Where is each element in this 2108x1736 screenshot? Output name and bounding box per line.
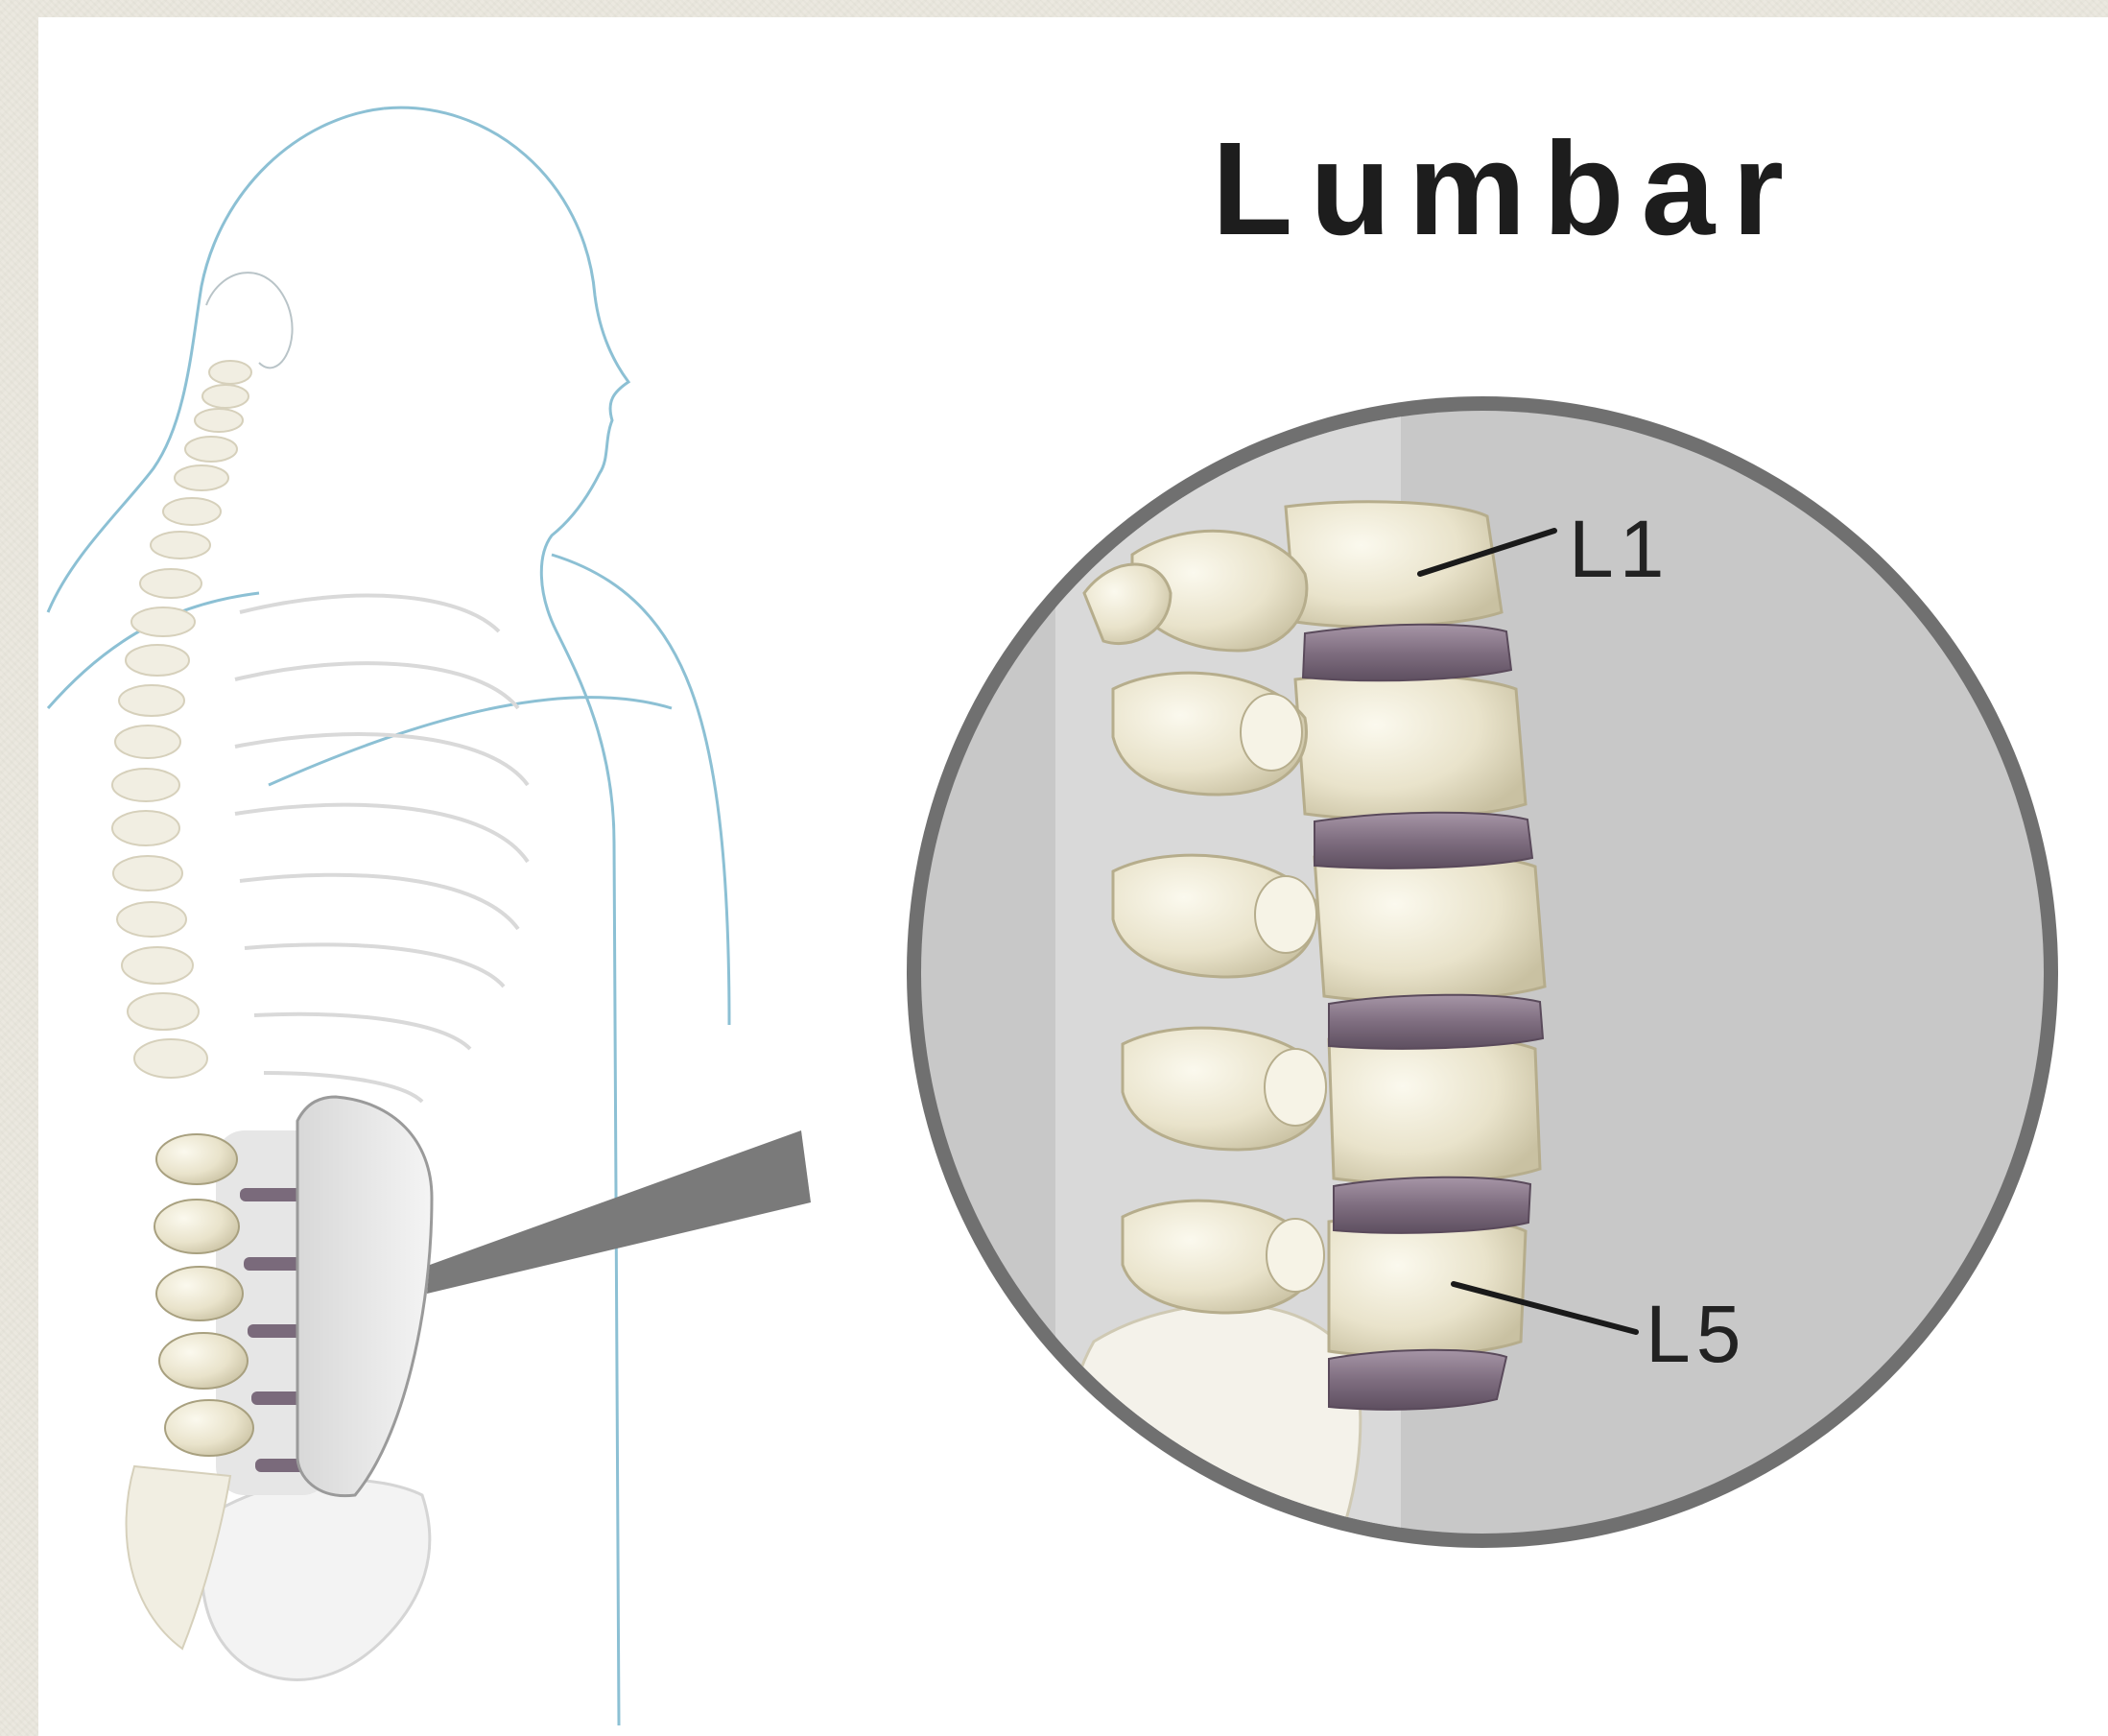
lumbar-spine-illustration bbox=[38, 17, 2108, 1736]
diagram-canvas: Lumbar L1 L5 bbox=[38, 17, 2108, 1736]
diagram-title: Lumbar bbox=[1113, 123, 1900, 255]
rib-cage bbox=[235, 596, 528, 1102]
zoom-circle bbox=[907, 382, 2058, 1591]
label-l1: L1 bbox=[1569, 509, 1670, 589]
sacrum bbox=[1064, 1304, 1361, 1591]
head-profile bbox=[206, 273, 293, 368]
spinal-column bbox=[112, 361, 251, 1078]
magnifier-source-lens bbox=[297, 1097, 432, 1496]
pelvis bbox=[201, 1480, 430, 1680]
label-l5: L5 bbox=[1646, 1294, 1746, 1374]
magnifier-connector bbox=[427, 1130, 811, 1294]
